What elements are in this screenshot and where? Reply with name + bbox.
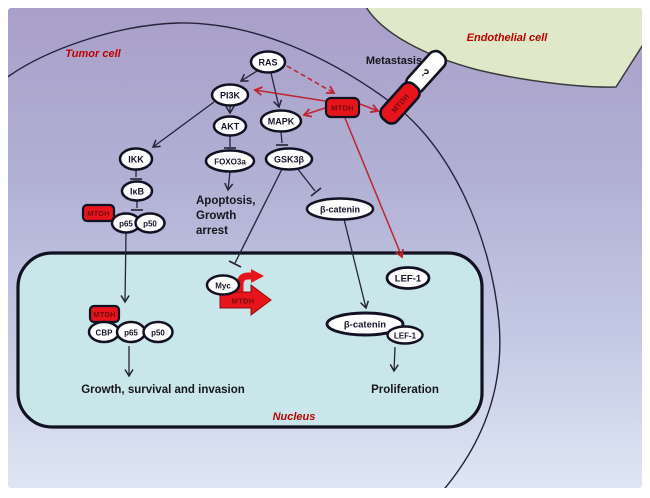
mtdh-membrane-box	[379, 81, 421, 125]
apoptosis-label-line3: arrest	[196, 225, 228, 237]
svg-text:MAPK: MAPK	[268, 117, 295, 127]
node-mtdh-signaling: MTDH	[324, 96, 361, 119]
arrow-mtdh-membrane	[359, 103, 380, 114]
nucleus-nodes: MTDH Myc MTDH CBP p65 p50 LEF-1	[87, 266, 431, 345]
arrow-ras-mtdh-dashed	[286, 65, 336, 94]
arrow-ras-pi3k	[239, 70, 258, 82]
svg-text:PI3K: PI3K	[220, 91, 241, 101]
inhibit-gsk3b-bcatenin	[296, 167, 316, 192]
node-mtdh-cytoplasm: MTDH	[81, 203, 116, 223]
svg-text:p50: p50	[151, 329, 165, 338]
inhibit-mapk-gsk3b	[280, 131, 283, 144]
svg-text:RAS: RAS	[258, 58, 277, 68]
arrow-complex-proliferation	[389, 346, 399, 373]
node-ikb: IκB	[120, 180, 154, 202]
mtdh-nucleus-label: MTDH	[93, 310, 115, 319]
growth-invasion-label: Growth, survival and invasion	[81, 384, 245, 396]
transcription-arrowhead	[251, 269, 264, 283]
arrow-foxo3a-apoptosis	[224, 171, 234, 192]
apoptosis-label-line1: Apoptosis,	[196, 195, 255, 207]
node-pi3k: PI3K	[210, 83, 250, 107]
svg-text:AKT: AKT	[221, 122, 240, 132]
svg-text:GSK3β: GSK3β	[274, 155, 305, 165]
mtdh-cytoplasm-label: MTDH	[87, 209, 109, 218]
arrow-mtdh-pi3k	[253, 86, 326, 102]
svg-text:IκB: IκB	[130, 187, 145, 197]
captions: Tumor cell Endothelial cell Metastasis A…	[65, 32, 548, 423]
node-p50: p50	[134, 212, 166, 234]
svg-text:p65: p65	[124, 329, 138, 338]
node-p50-nuclear	[142, 320, 174, 344]
svg-text:β-catenin: β-catenin	[320, 205, 360, 215]
cytoplasm-nodes: RAS PI3K AKT MAPK FOXO3a IKK	[110, 50, 375, 234]
tbar-gsk3b-myc	[228, 260, 242, 268]
node-lef1-nuclear: LEF-1	[385, 266, 431, 290]
endothelial-cell-region	[364, 8, 642, 88]
node-gsk3b: GSK3β	[264, 147, 314, 171]
mtdh-gene-label: MTDH	[232, 297, 254, 306]
tbar-gsk3b-bcatenin	[310, 187, 322, 197]
arrow-pi3k-ikk	[151, 101, 215, 148]
node-mapk: MAPK	[259, 109, 303, 133]
svg-text:Myc: Myc	[215, 282, 231, 291]
svg-text:FOXO3a: FOXO3a	[214, 158, 246, 167]
svg-text:β-catenin: β-catenin	[344, 320, 386, 331]
svg-text:p65: p65	[119, 220, 133, 229]
transcription-complex: MTDH CBP p65 p50	[87, 304, 174, 344]
svg-text:LEF-1: LEF-1	[394, 332, 417, 341]
node-beta-catenin-cyto: β-catenin	[305, 197, 375, 221]
svg-text:CBP: CBP	[96, 329, 114, 338]
arrow-mtdh-lef1	[344, 117, 404, 259]
arrow-ras-mapk	[270, 72, 283, 109]
node-foxo3a: FOXO3a	[204, 149, 256, 173]
mtdh-signaling-label: MTDH	[331, 104, 353, 113]
inhibit-gsk3b-myc	[234, 168, 283, 264]
arrow-p65-nucleus	[120, 232, 130, 304]
svg-text:IKK: IKK	[128, 155, 144, 165]
node-lef1-complex: LEF-1	[386, 325, 424, 345]
arrow-mtdh-mapk	[302, 107, 326, 118]
nucleus-region	[16, 251, 484, 429]
red-signal-arrows	[253, 65, 404, 259]
node-beta-catenin-nuclear: β-catenin	[325, 311, 405, 337]
apoptosis-label-line2: Growth	[196, 210, 236, 222]
membrane-receptor: ? MTDH	[379, 49, 448, 125]
black-signal-arrows	[120, 70, 399, 378]
proliferation-label: Proliferation	[371, 384, 439, 396]
endothelial-cell-label: Endothelial cell	[467, 32, 549, 44]
arrow-bcatenin-nucleus	[343, 218, 370, 310]
node-ikk: IKK	[118, 147, 154, 171]
metastasis-label: Metastasis	[366, 55, 422, 67]
tumor-cell-label: Tumor cell	[65, 48, 121, 60]
node-ras: RAS	[249, 50, 287, 74]
node-akt: AKT	[212, 115, 248, 137]
nucleus-label: Nucleus	[273, 411, 316, 423]
svg-text:LEF-1: LEF-1	[395, 274, 422, 285]
node-myc: Myc	[205, 274, 241, 296]
svg-text:p50: p50	[143, 220, 157, 229]
